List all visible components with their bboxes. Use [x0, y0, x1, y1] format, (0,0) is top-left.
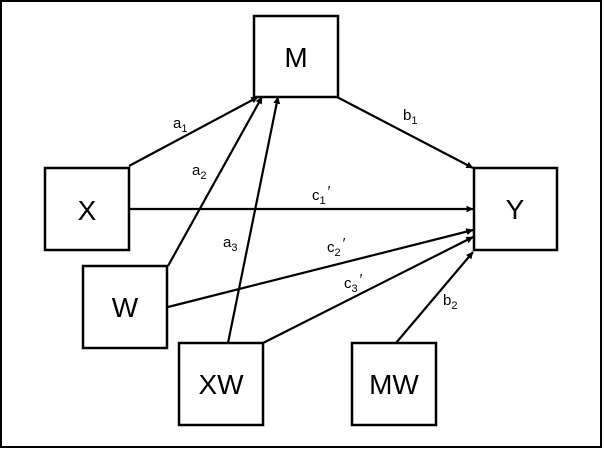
node-x-box [43, 166, 131, 252]
node-x-label: X [78, 195, 97, 226]
path-label-b2: b2 [443, 292, 457, 312]
arrow-xw-to-m [226, 96, 281, 344]
arrow-mw-to-y [395, 251, 474, 344]
node-mw-box [350, 341, 438, 427]
node-w-label: W [112, 292, 139, 323]
path-label-a1: a1 [173, 115, 187, 135]
node-m-box [252, 14, 340, 99]
node-m-label: M [284, 42, 307, 73]
arrow-xw-to-y [262, 236, 474, 344]
arrow-w-to-m [167, 96, 263, 267]
node-xw-box [177, 341, 265, 427]
arrow-x-to-m [128, 96, 259, 167]
path-label-a2: a2 [192, 162, 206, 182]
arrow-w-to-y [167, 228, 474, 309]
path-label-c3: c3′ [344, 271, 363, 295]
node-y-label: Y [506, 194, 525, 225]
path-label-b1: b1 [403, 107, 417, 127]
node-y-box [472, 166, 559, 252]
arrow-m-to-y [336, 96, 474, 169]
node-w-box [81, 264, 169, 350]
node-mw-label: MW [369, 369, 419, 400]
path-label-c1: c1′ [312, 183, 331, 207]
path-label-c2: c2′ [327, 235, 346, 259]
node-xw-label: XW [198, 369, 244, 400]
path-label-a3: a3 [223, 234, 237, 254]
